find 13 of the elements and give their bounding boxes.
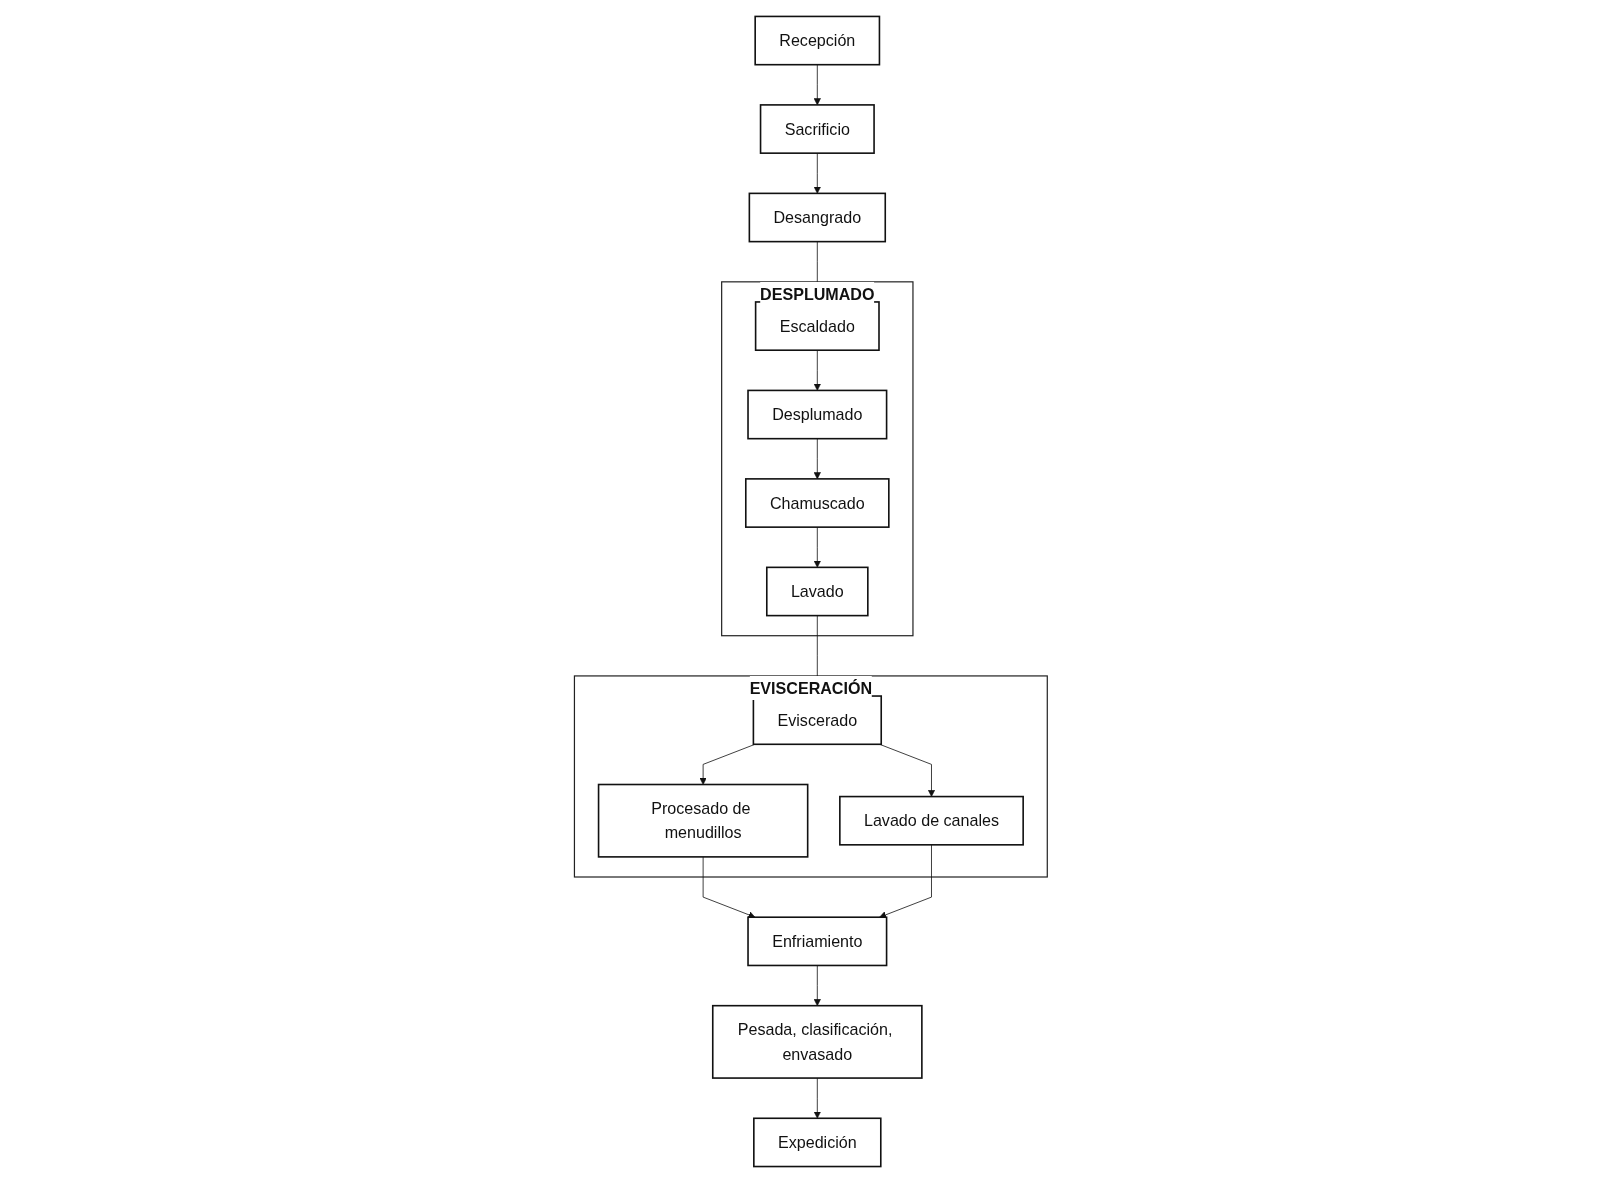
node-box: Enfriamiento xyxy=(747,916,888,967)
node-box: Expedición xyxy=(753,1117,882,1168)
node-box: Recepción xyxy=(754,15,881,66)
node-box: Sacrificio xyxy=(759,104,875,154)
node-box: Desangrado xyxy=(748,192,887,243)
node-box: Pesada, clasificación, envasado xyxy=(712,1004,923,1079)
node-box: Escaldado xyxy=(754,301,880,352)
node-box: Lavado de canales xyxy=(839,795,1025,846)
node-box: Procesado de menudillos xyxy=(597,783,809,858)
node-box: Desplumado xyxy=(747,389,888,440)
node-box: Chamuscado xyxy=(745,478,890,528)
node-box: Eviscerado xyxy=(752,695,883,746)
node-box: Lavado xyxy=(766,566,869,617)
